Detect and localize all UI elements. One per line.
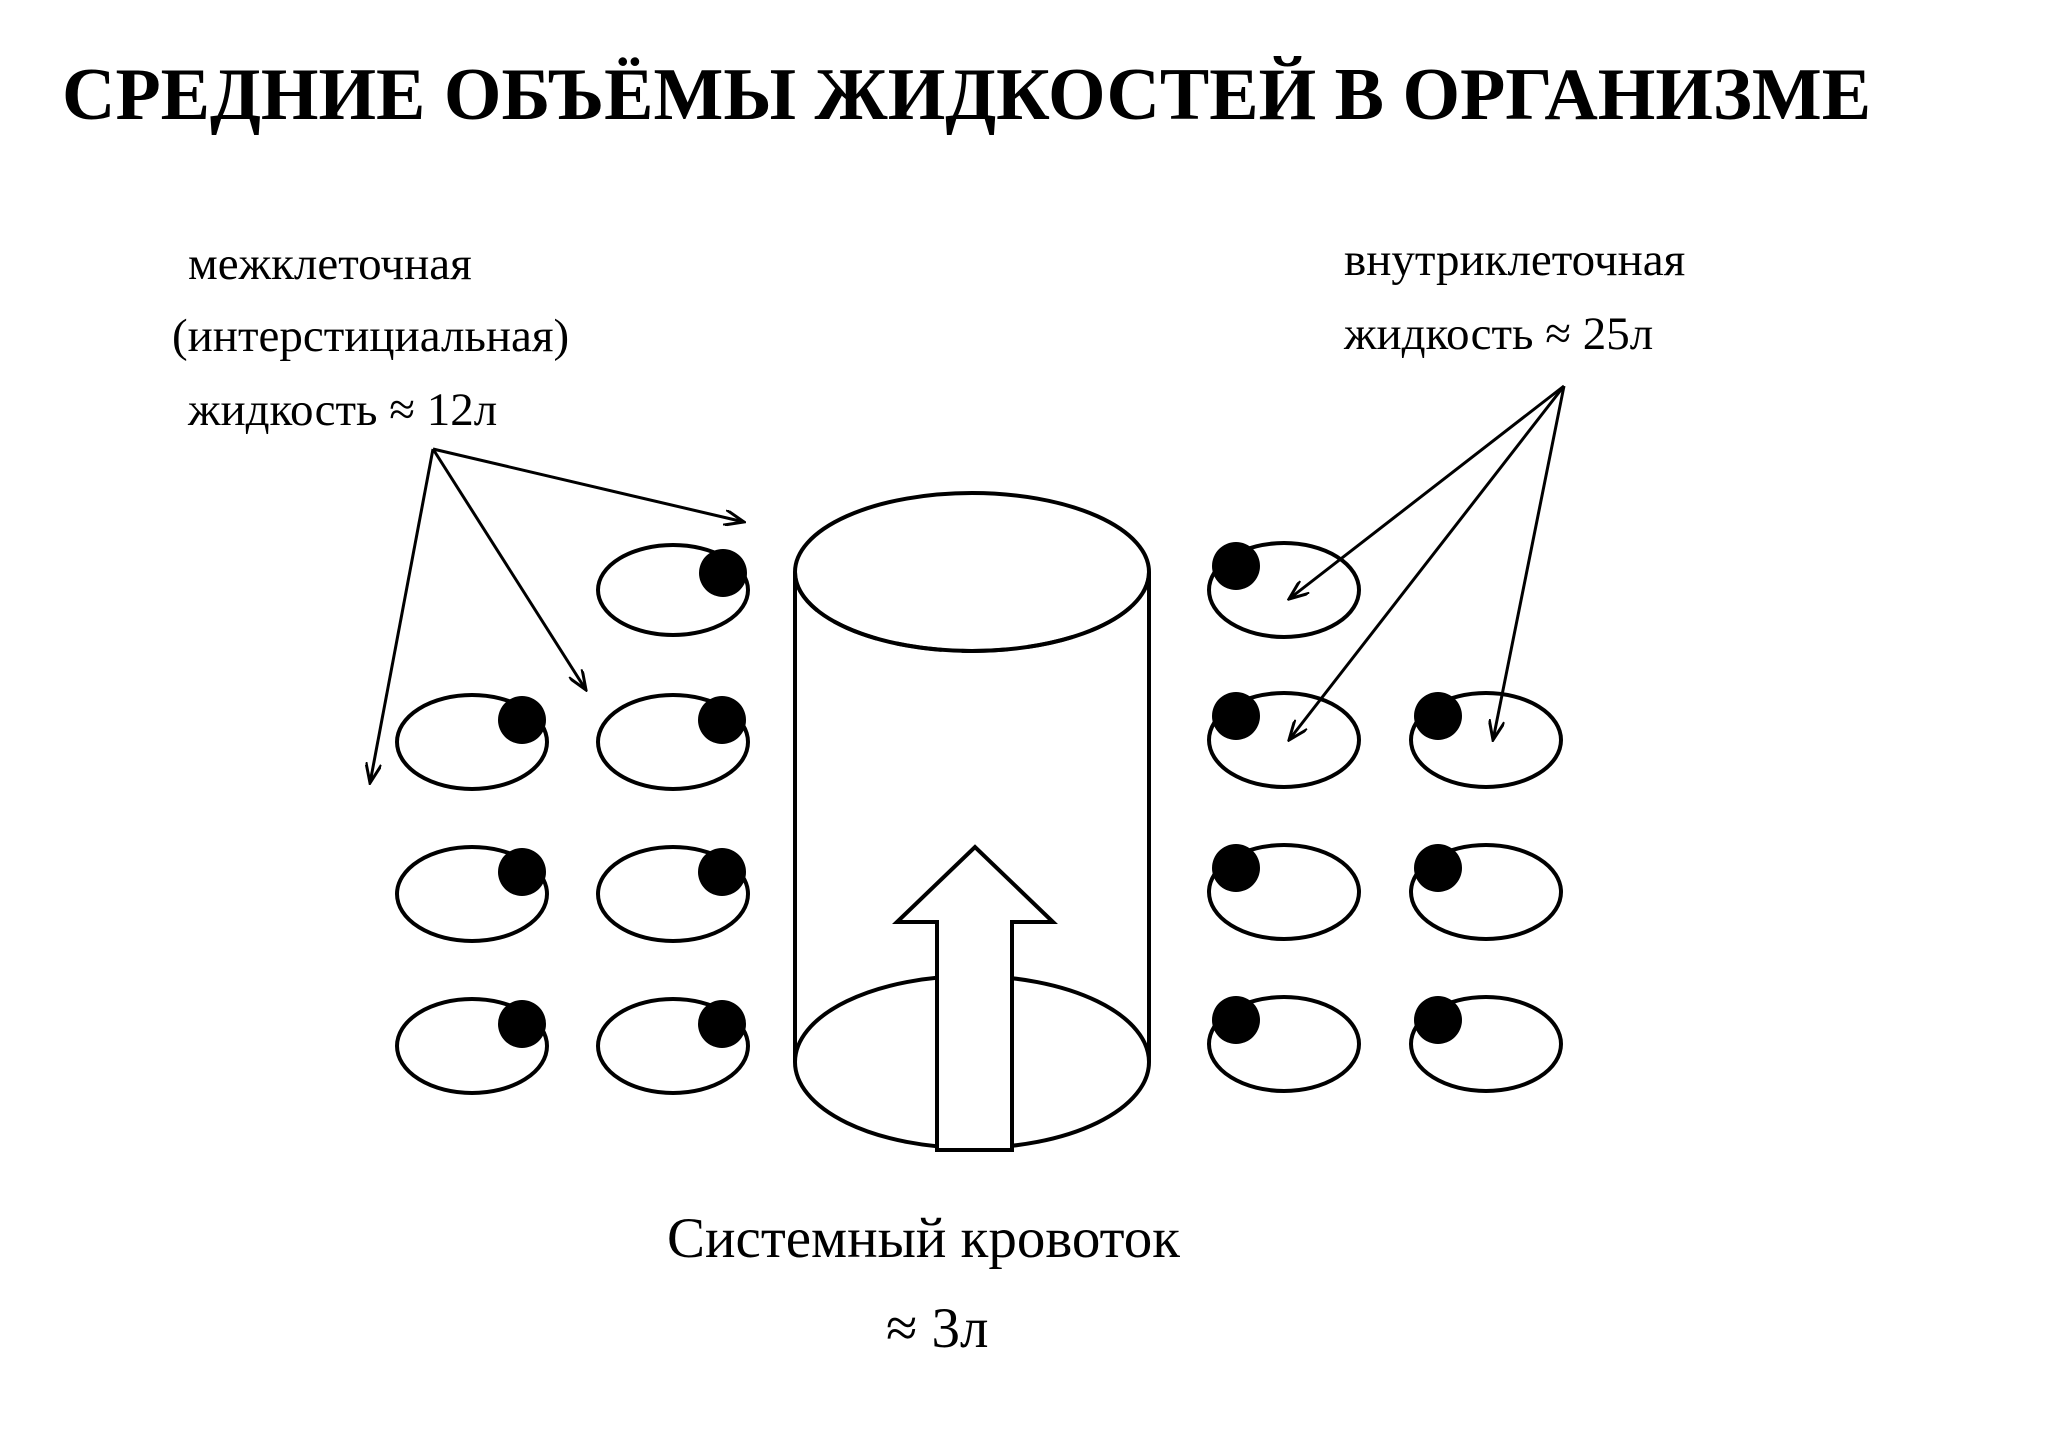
cell-nucleus — [1212, 844, 1260, 892]
intracellular-cells — [1207, 541, 1563, 1093]
cell-nucleus — [699, 549, 747, 597]
cell — [395, 693, 549, 791]
interstitial-pointer-arrows — [370, 447, 744, 783]
pointer-arrow — [370, 448, 435, 783]
cell — [1207, 691, 1361, 789]
cell — [1409, 995, 1563, 1093]
pointer-arrow — [432, 447, 744, 522]
cell — [1409, 843, 1563, 941]
cell — [1409, 691, 1563, 789]
cell — [596, 543, 750, 637]
interstitial-cells — [395, 543, 750, 1095]
interstitial-label-line2: (интерстициальная) — [172, 310, 570, 362]
interstitial-label-line3: жидкость ≈ 12л — [188, 384, 498, 436]
cell-nucleus — [498, 696, 546, 744]
intracellular-label-line1: внутриклеточная — [1344, 234, 1686, 286]
pointer-arrow — [1289, 385, 1566, 740]
systemic-circulation-label: Системный кровоток — [667, 1207, 1180, 1270]
blood-flow-arrow — [892, 844, 1058, 1152]
cell — [395, 997, 549, 1095]
cell-nucleus — [698, 696, 746, 744]
cell — [1207, 995, 1361, 1093]
cell-nucleus — [1414, 692, 1462, 740]
cell-nucleus — [1212, 692, 1260, 740]
pointer-arrow — [431, 448, 586, 690]
systemic-volume-label: ≈ 3л — [886, 1297, 989, 1360]
cell-nucleus — [1212, 996, 1260, 1044]
cell — [1207, 541, 1361, 639]
cell-nucleus — [1414, 844, 1462, 892]
cell-nucleus — [698, 848, 746, 896]
cell — [596, 997, 750, 1095]
page-title: СРЕДНИЕ ОБЪЁМЫ ЖИДКОСТЕЙ В ОРГАНИЗМЕ — [62, 54, 1872, 136]
cell — [395, 845, 549, 943]
cell-nucleus — [498, 848, 546, 896]
cell-nucleus — [1414, 996, 1462, 1044]
intracellular-label-line2: жидкость ≈ 25л — [1344, 308, 1654, 360]
cell — [1207, 843, 1361, 941]
cell-nucleus — [1212, 542, 1260, 590]
cell — [596, 845, 750, 943]
cell-nucleus — [498, 1000, 546, 1048]
interstitial-label-line1: межклеточная — [188, 238, 472, 290]
intracellular-pointer-arrows — [1289, 384, 1566, 740]
pointer-arrow — [1493, 385, 1566, 740]
cell — [596, 693, 750, 791]
vessel-top-dashed-rim — [793, 571, 1151, 653]
pointer-arrow — [1289, 384, 1565, 599]
cell-nucleus — [698, 1000, 746, 1048]
